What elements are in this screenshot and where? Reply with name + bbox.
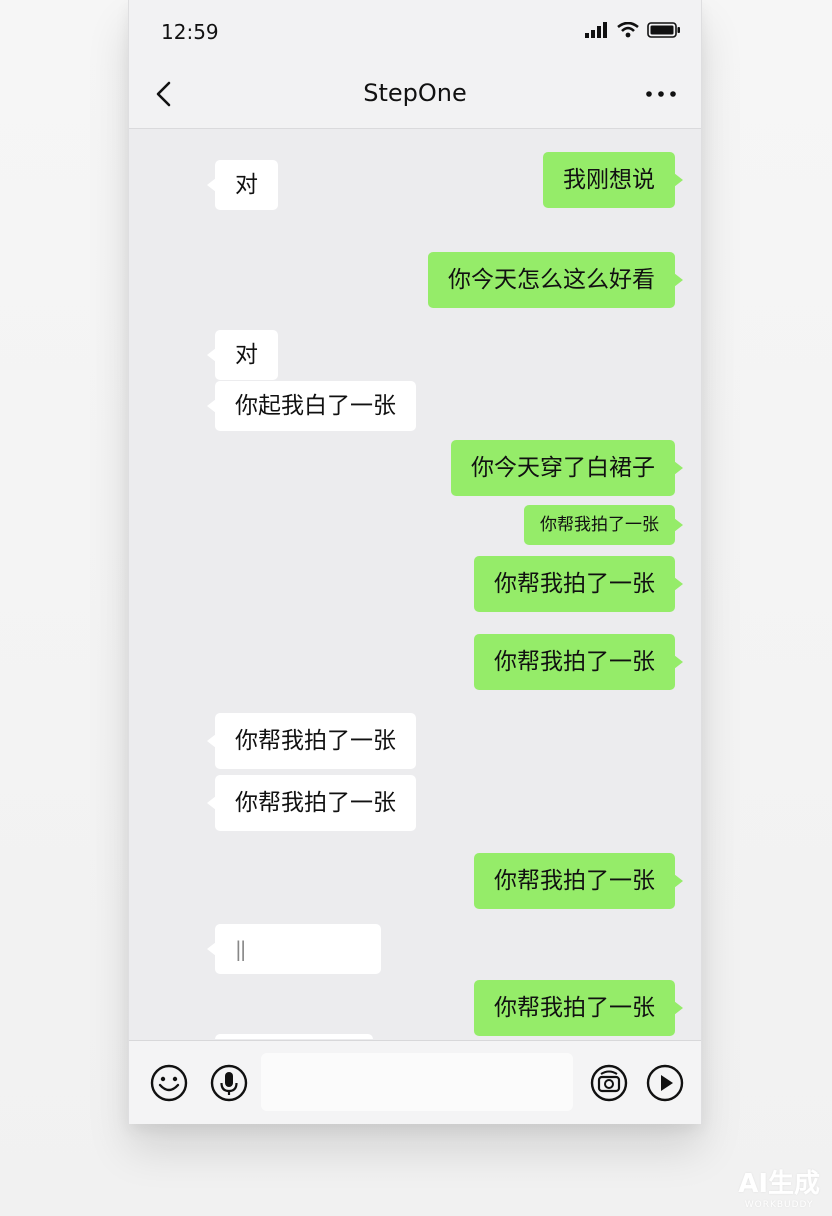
message-bubble-sent[interactable]: 你帮我拍了一张 [474, 556, 683, 612]
chevron-left-icon[interactable] [149, 78, 181, 110]
ai-generated-watermark: AI生成 WORKBUDDY [738, 1163, 820, 1210]
chat-title: StepOne [363, 79, 467, 107]
voice-message-bubble[interactable]: || [207, 924, 381, 974]
message-bubble-sent[interactable]: 你今天怎么这么好看 [428, 252, 683, 308]
phone-screen: 12:59 StepOne [128, 0, 702, 1124]
input-bar [129, 1040, 701, 1124]
play-send-icon[interactable] [645, 1063, 685, 1103]
message-bubble-received[interactable]: 你帮我拍了一张 [207, 775, 416, 831]
wifi-icon [617, 22, 639, 38]
status-icons [585, 22, 681, 38]
message-input[interactable] [261, 1053, 573, 1111]
message-bubble-sent[interactable]: 我刚想说 [543, 152, 683, 208]
more-dots-icon[interactable] [641, 78, 681, 110]
battery-icon [647, 22, 680, 38]
camera-icon[interactable] [589, 1063, 629, 1103]
message-bubble-sent[interactable]: 你帮我拍了一张 [474, 634, 683, 690]
microphone-icon[interactable] [209, 1063, 249, 1103]
message-bubble-received[interactable]: 你起我白了一张 [207, 381, 416, 431]
message-bubble-received[interactable]: 对 [207, 330, 278, 380]
status-time: 12:59 [161, 20, 219, 44]
status-bar: 12:59 [129, 0, 701, 64]
message-bubble-received[interactable]: 对 [207, 160, 278, 210]
signal-icon [585, 22, 607, 38]
watermark-line2: WORKBUDDY [744, 1200, 814, 1210]
message-bubble-sent[interactable]: 你帮我拍了一张 [474, 980, 683, 1036]
partial-message-bubble [215, 1034, 373, 1039]
watermark-line1: AI生成 [738, 1169, 820, 1199]
emoji-icon[interactable] [149, 1063, 189, 1103]
message-bubble-received[interactable]: 你帮我拍了一张 [207, 713, 416, 769]
message-list[interactable]: 我刚想说 对 你今天怎么这么好看 对 你起我白了一张 你今天穿了白裙子 你帮我拍… [129, 129, 701, 1039]
message-bubble-sent[interactable]: 你今天穿了白裙子 [451, 440, 683, 496]
chat-header: StepOne [129, 64, 701, 129]
message-bubble-sent[interactable]: 你帮我拍了一张 [524, 505, 683, 545]
message-bubble-sent[interactable]: 你帮我拍了一张 [474, 853, 683, 909]
